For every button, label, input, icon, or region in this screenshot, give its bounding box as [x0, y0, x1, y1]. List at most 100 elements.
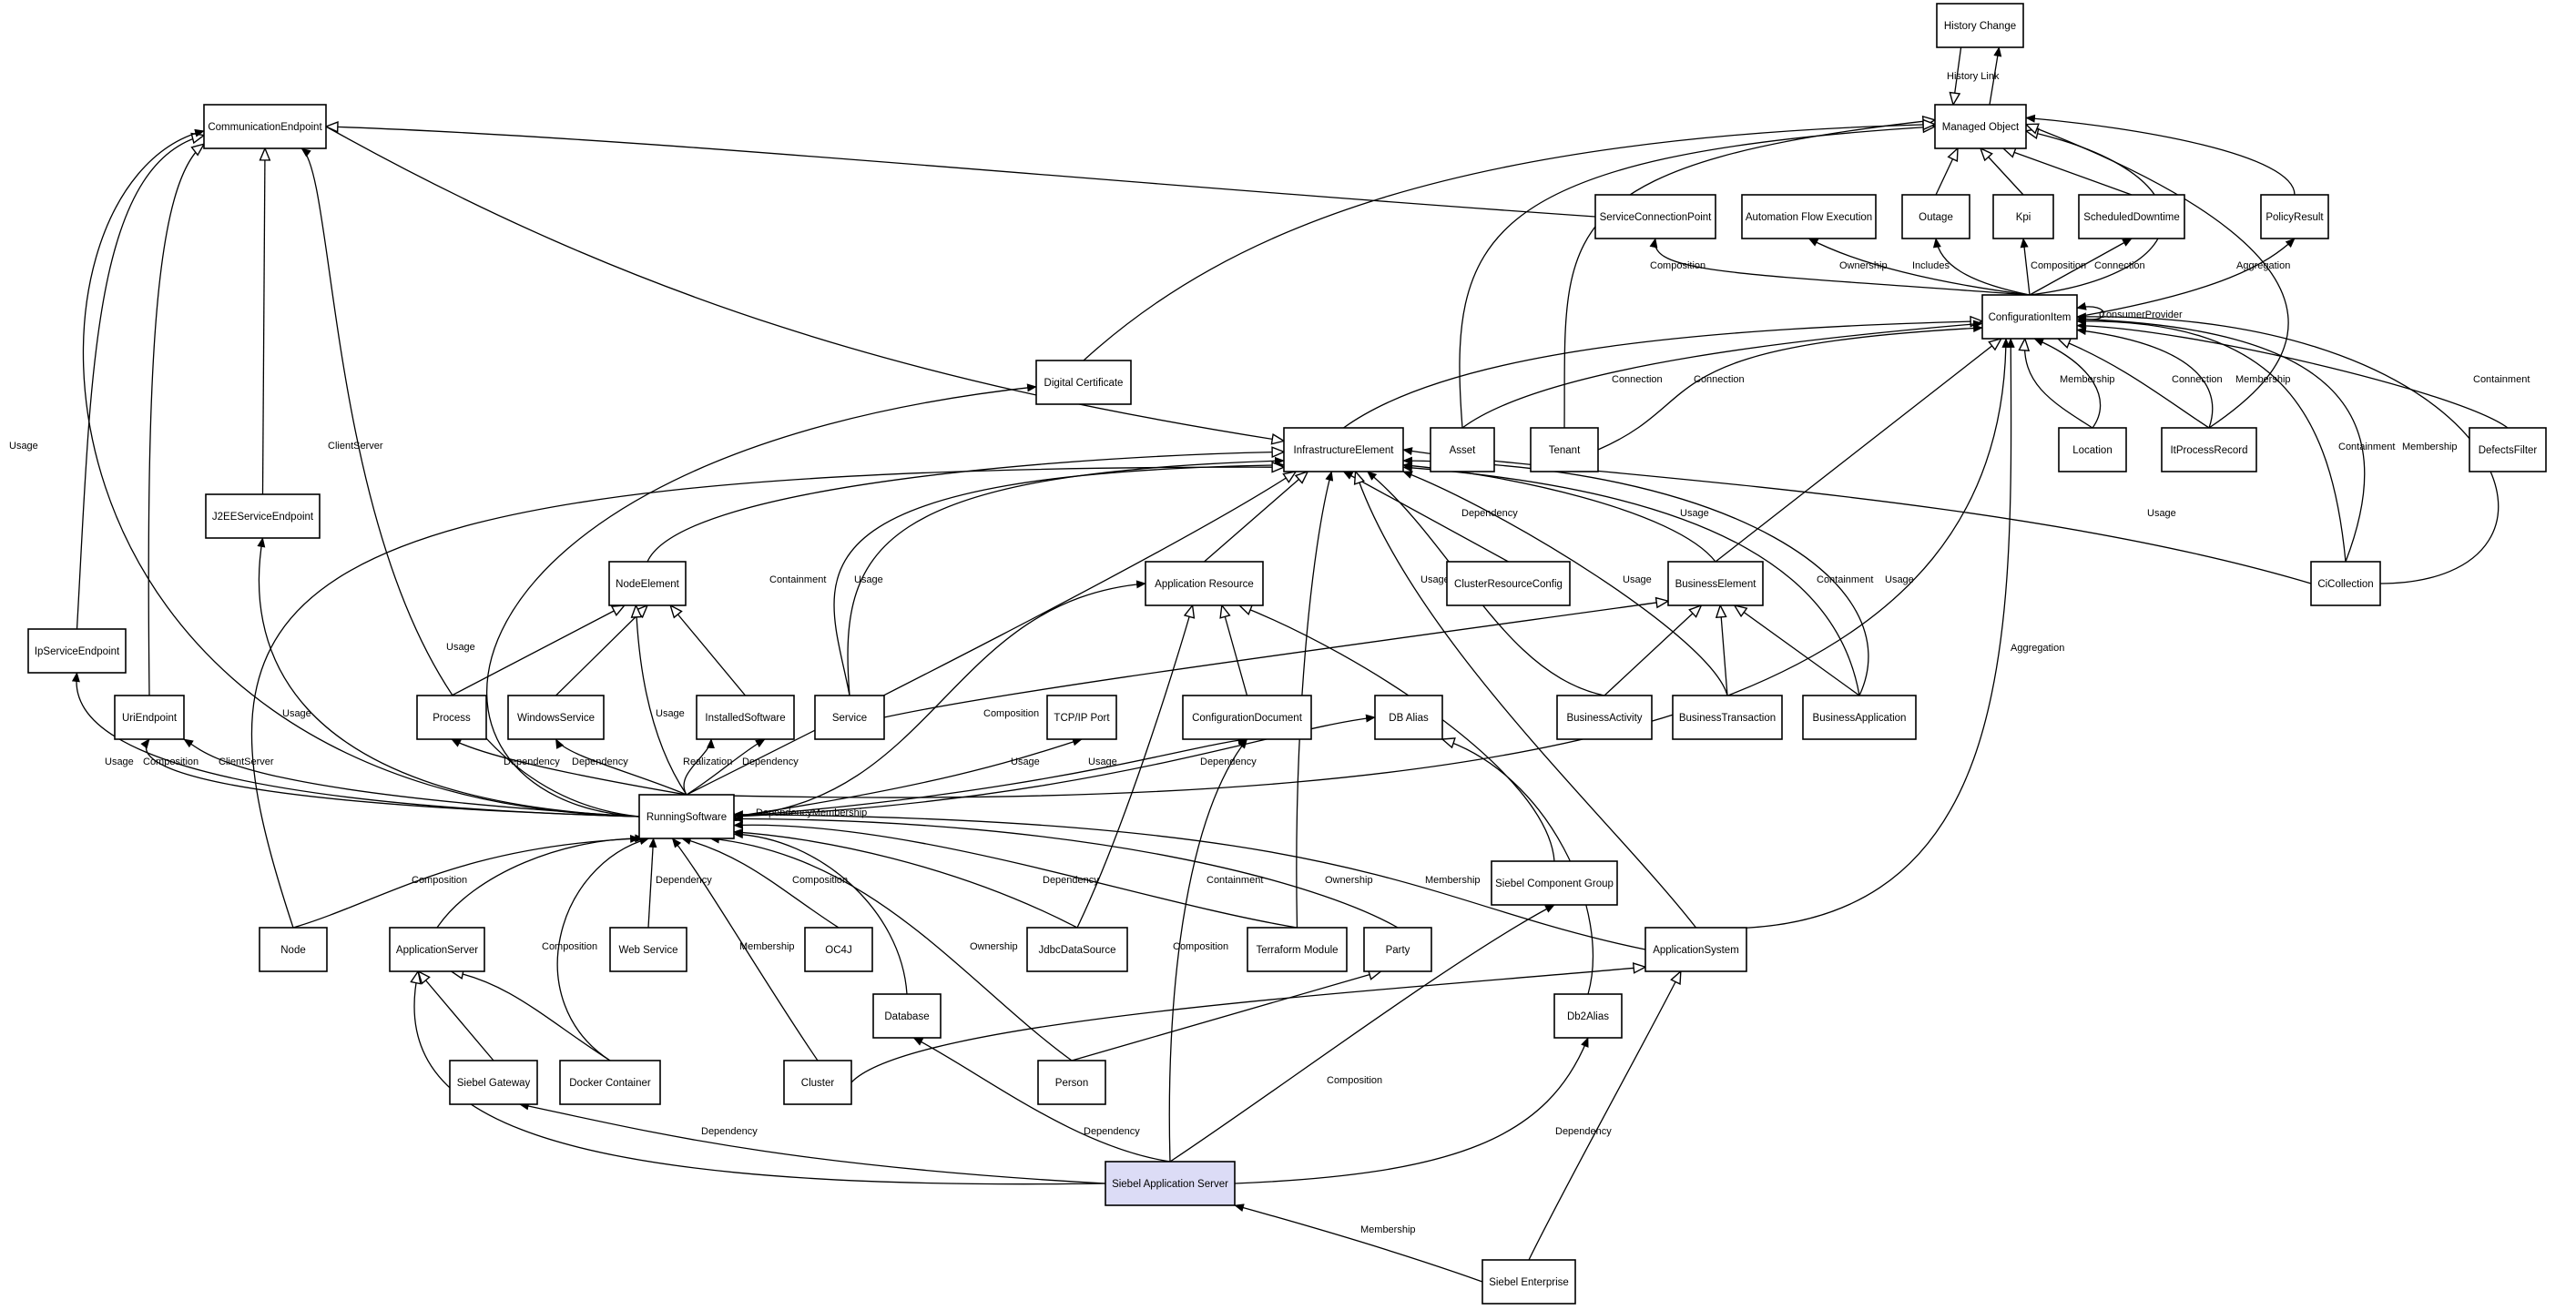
edge-generalization [452, 971, 611, 1061]
edge-generalization [555, 605, 648, 696]
edge-label-usage: Usage [9, 441, 38, 452]
node-application-server[interactable]: ApplicationServer [389, 927, 485, 972]
edge-label-consumer-provider: ConsumerProvider [2099, 310, 2183, 320]
edge-composition [1649, 238, 2031, 296]
node-label: Process [433, 713, 471, 724]
node-jdbc-data-source[interactable]: JdbcDataSource [1026, 927, 1128, 972]
node-label: PolicyResult [2265, 212, 2324, 223]
edge-dependency [686, 738, 766, 796]
edge-generalization [1735, 605, 1860, 696]
node-label: ConfigurationItem [1989, 312, 2072, 323]
node-ip-service-endpoint[interactable]: IpServiceEndpoint [27, 628, 127, 674]
node-cluster[interactable]: Cluster [783, 1060, 852, 1105]
node-business-element[interactable]: BusinessElement [1667, 561, 1764, 606]
node-business-activity[interactable]: BusinessActivity [1556, 695, 1653, 740]
node-defects-filter[interactable]: DefectsFilter [2469, 427, 2547, 472]
node-siebel-gateway[interactable]: Siebel Gateway [449, 1060, 538, 1105]
node-oc4j[interactable]: OC4J [804, 927, 873, 972]
node-installed-software[interactable]: InstalledSoftware [696, 695, 795, 740]
edge-includes [1932, 238, 2031, 296]
edge-dependency [1234, 1037, 1589, 1184]
node-configuration-document[interactable]: ConfigurationDocument [1182, 695, 1312, 740]
node-infrastructure-element[interactable]: InfrastructureElement [1283, 427, 1404, 472]
node-siebel-component-group[interactable]: Siebel Component Group [1491, 860, 1618, 906]
node-managed-object[interactable]: Managed Object [1934, 104, 2027, 149]
edge-ownership [733, 814, 1399, 929]
edge-generalization [1459, 127, 1935, 429]
node-business-application[interactable]: BusinessApplication [1802, 695, 1917, 740]
node-node[interactable]: Node [259, 927, 328, 972]
node-policy-result[interactable]: PolicyResult [2260, 194, 2329, 239]
edge-history_link [1953, 46, 1962, 105]
node-it-process-record[interactable]: ItProcessRecord [2161, 427, 2257, 472]
node-service[interactable]: Service [814, 695, 885, 740]
node-business-transaction[interactable]: BusinessTransaction [1672, 695, 1783, 740]
node-digital-certificate[interactable]: Digital Certificate [1035, 360, 1132, 405]
node-communication-endpoint[interactable]: CommunicationEndpoint [203, 104, 327, 149]
edge-dependency [733, 714, 1376, 817]
edge-label-containment: Containment [2473, 374, 2530, 385]
node-party[interactable]: Party [1363, 927, 1432, 972]
edge-generalization [1528, 971, 1681, 1261]
node-ci-collection[interactable]: CiCollection [2310, 561, 2381, 606]
edge-connection [2029, 238, 2133, 296]
node-db-alias[interactable]: DB Alias [1374, 695, 1443, 740]
node-automation-flow-execution[interactable]: Automation Flow Execution [1741, 194, 1877, 239]
node-terraform-module[interactable]: Terraform Module [1247, 927, 1348, 972]
node-history-change[interactable]: History Change [1936, 3, 2024, 48]
edge-label-realization: Realization [683, 757, 732, 767]
edge-generalization [414, 971, 1106, 1185]
edge-composition [292, 834, 640, 929]
edge-generalization [418, 971, 494, 1061]
node-service-connection-point[interactable]: ServiceConnectionPoint [1594, 194, 1716, 239]
edge-membership [2076, 327, 2214, 429]
edge-composition [680, 837, 840, 929]
node-label: WindowsService [517, 713, 595, 724]
node-label: Siebel Gateway [457, 1078, 531, 1089]
node-application-resource[interactable]: Application Resource [1145, 561, 1264, 606]
node-db2-alias[interactable]: Db2Alias [1553, 993, 1623, 1039]
node-person[interactable]: Person [1037, 1060, 1106, 1105]
edge-label-membership: Membership [1425, 875, 1481, 886]
edge-dependency [451, 738, 687, 796]
edge-composition [733, 580, 1146, 817]
node-kpi[interactable]: Kpi [1992, 194, 2054, 239]
node-windows-service[interactable]: WindowsService [507, 695, 605, 740]
edge-label-composition: Composition [983, 708, 1039, 719]
edge-dependency [518, 1102, 1106, 1184]
node-j2ee-service-endpoint[interactable]: J2EEServiceEndpoint [205, 493, 321, 539]
edge-usage [636, 605, 687, 796]
node-tcp-ip-port[interactable]: TCP/IP Port [1046, 695, 1117, 740]
edge-containment [733, 820, 1298, 929]
node-running-software[interactable]: RunningSoftware [638, 794, 735, 839]
node-siebel-application-server[interactable]: Siebel Application Server [1105, 1161, 1236, 1206]
node-web-service[interactable]: Web Service [609, 927, 687, 972]
edge-relation [733, 830, 908, 995]
edge-label-dependency: Dependency [701, 1126, 758, 1137]
node-configuration-item[interactable]: ConfigurationItem [1981, 294, 2078, 340]
node-node-element[interactable]: NodeElement [608, 561, 687, 606]
edge-connection [2058, 339, 2210, 429]
node-process[interactable]: Process [416, 695, 487, 740]
node-scheduled-downtime[interactable]: ScheduledDowntime [2078, 194, 2185, 239]
node-tenant[interactable]: Tenant [1530, 427, 1599, 472]
node-location[interactable]: Location [2058, 427, 2127, 472]
node-label: OC4J [825, 945, 851, 956]
node-uri-endpoint[interactable]: UriEndpoint [114, 695, 185, 740]
node-label: JdbcDataSource [1038, 945, 1115, 956]
node-siebel-enterprise[interactable]: Siebel Enterprise [1481, 1259, 1576, 1305]
edge-label-membership: Membership [2060, 374, 2115, 385]
node-outage[interactable]: Outage [1901, 194, 1970, 239]
edge-label-membership: Membership [2235, 374, 2291, 385]
edge-label-connection: Connection [1612, 374, 1663, 385]
edge-usage [1402, 471, 1728, 696]
node-asset[interactable]: Asset [1430, 427, 1495, 472]
edge-client_server [183, 738, 640, 817]
edge-generalization [1715, 339, 2001, 563]
node-label: Siebel Application Server [1112, 1179, 1228, 1190]
node-application-system[interactable]: ApplicationSystem [1644, 927, 1747, 972]
node-label: BusinessTransaction [1679, 713, 1776, 724]
node-docker-container[interactable]: Docker Container [559, 1060, 661, 1105]
node-database[interactable]: Database [872, 993, 942, 1039]
node-cluster-resource-config[interactable]: ClusterResourceConfig [1446, 561, 1571, 606]
